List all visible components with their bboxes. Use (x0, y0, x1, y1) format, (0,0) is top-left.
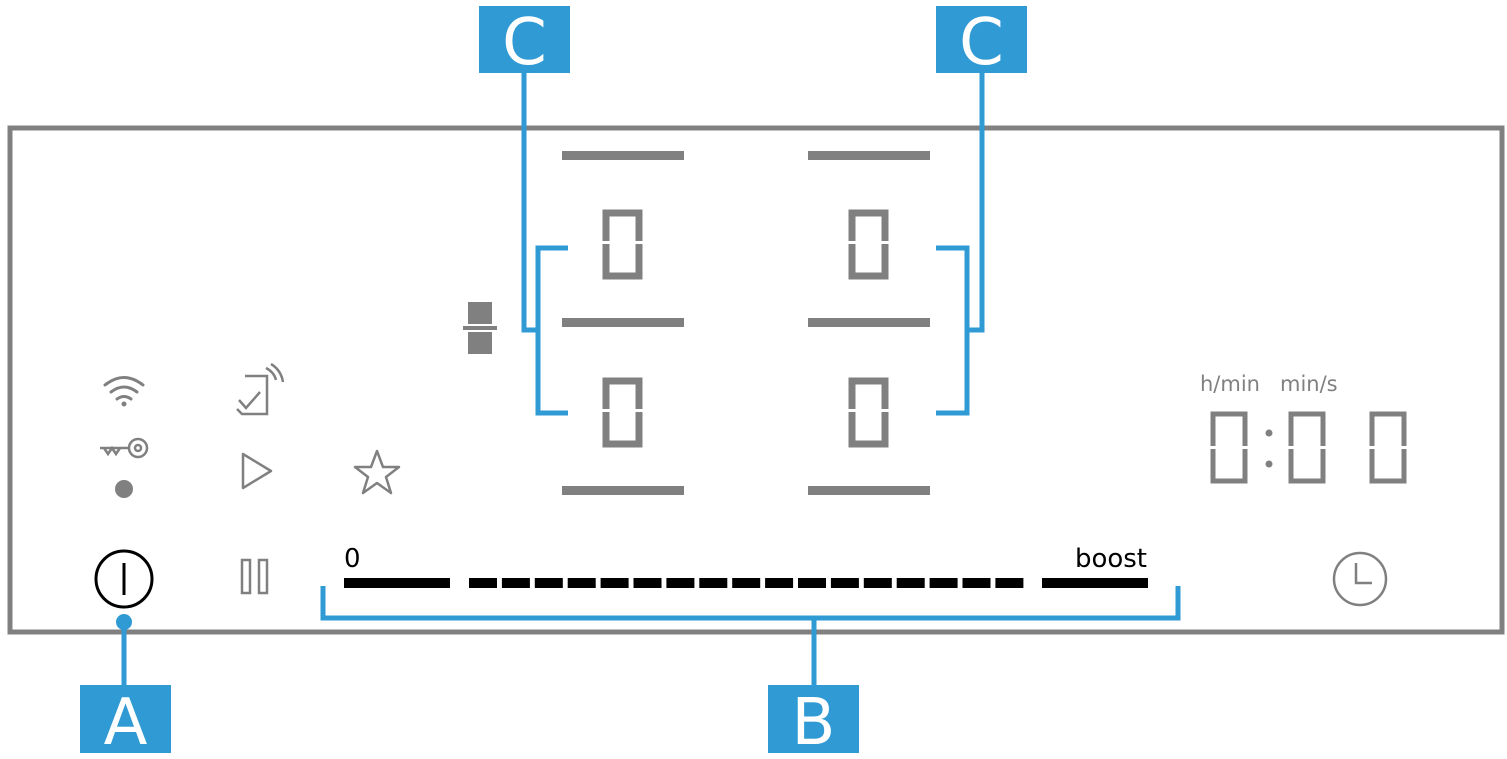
zone-display-segment-gaps (600, 241, 891, 412)
zone-display-1[interactable] (602, 209, 643, 280)
slider-segment[interactable] (666, 578, 695, 588)
slider-segment[interactable] (830, 578, 859, 588)
zone-bar (562, 486, 684, 495)
timer-segment-gaps (1208, 446, 1409, 449)
slider-segment-min[interactable] (344, 578, 450, 588)
callout-c-left: C (479, 6, 570, 80)
zone-display-3[interactable] (602, 377, 643, 448)
callout-a: A (80, 685, 171, 759)
slider-segment-boost[interactable] (1042, 578, 1148, 588)
play-icon[interactable] (241, 452, 273, 490)
callout-a-anchor (116, 614, 132, 630)
zone-bar (808, 486, 930, 495)
slider-segment[interactable] (765, 578, 794, 588)
zone-bar (562, 151, 684, 160)
zone-bars (562, 151, 930, 495)
zone-bar (808, 151, 930, 160)
zone-display-4[interactable] (848, 377, 889, 448)
callout-b: B (768, 685, 859, 759)
slider-segment[interactable] (798, 578, 826, 588)
callout-c-right: C (936, 6, 1027, 80)
wifi-icon (103, 376, 145, 407)
zone-bar (808, 318, 930, 327)
svg-text:B: B (792, 686, 836, 759)
slider-segment[interactable] (501, 578, 530, 588)
svg-text:C: C (502, 6, 547, 80)
slider-max-label: boost (1075, 544, 1147, 574)
clock-icon[interactable] (1332, 551, 1388, 607)
slider-segment[interactable] (896, 578, 925, 588)
callout-leaders (121, 70, 1181, 688)
slider-segment[interactable] (633, 578, 662, 588)
slider-segment[interactable] (600, 578, 629, 588)
power-slider[interactable]: 0 boost (344, 544, 1148, 588)
star-icon[interactable] (353, 449, 401, 495)
timer-unit-right: min/s (1280, 372, 1338, 396)
pause-icon[interactable] (240, 558, 269, 595)
slider-segments[interactable] (344, 578, 1148, 588)
slider-segment[interactable] (699, 578, 728, 588)
zone-displays (602, 209, 889, 448)
slider-segment[interactable] (567, 578, 596, 588)
slider-segment[interactable] (863, 578, 892, 588)
svg-text:C: C (959, 6, 1004, 80)
slider-segment[interactable] (469, 578, 497, 588)
slider-segment[interactable] (534, 578, 563, 588)
zone-combine-icon[interactable] (463, 302, 497, 354)
slider-segment[interactable] (929, 578, 958, 588)
remote-start-icon[interactable] (236, 362, 285, 416)
svg-text:A: A (104, 686, 148, 759)
slider-segment[interactable] (962, 578, 991, 588)
timer-colon (1265, 429, 1273, 468)
timer-unit-left: h/min (1200, 372, 1260, 396)
power-button-icon[interactable] (94, 549, 154, 609)
zone-display-2[interactable] (848, 209, 889, 280)
indicator-dot (115, 480, 133, 498)
zone-bar (562, 318, 684, 327)
slider-segment[interactable] (995, 578, 1024, 588)
panel-frame (7, 125, 1505, 635)
childlock-key-icon[interactable] (100, 437, 149, 459)
slider-segment[interactable] (732, 578, 761, 588)
slider-min-label: 0 (344, 544, 361, 574)
